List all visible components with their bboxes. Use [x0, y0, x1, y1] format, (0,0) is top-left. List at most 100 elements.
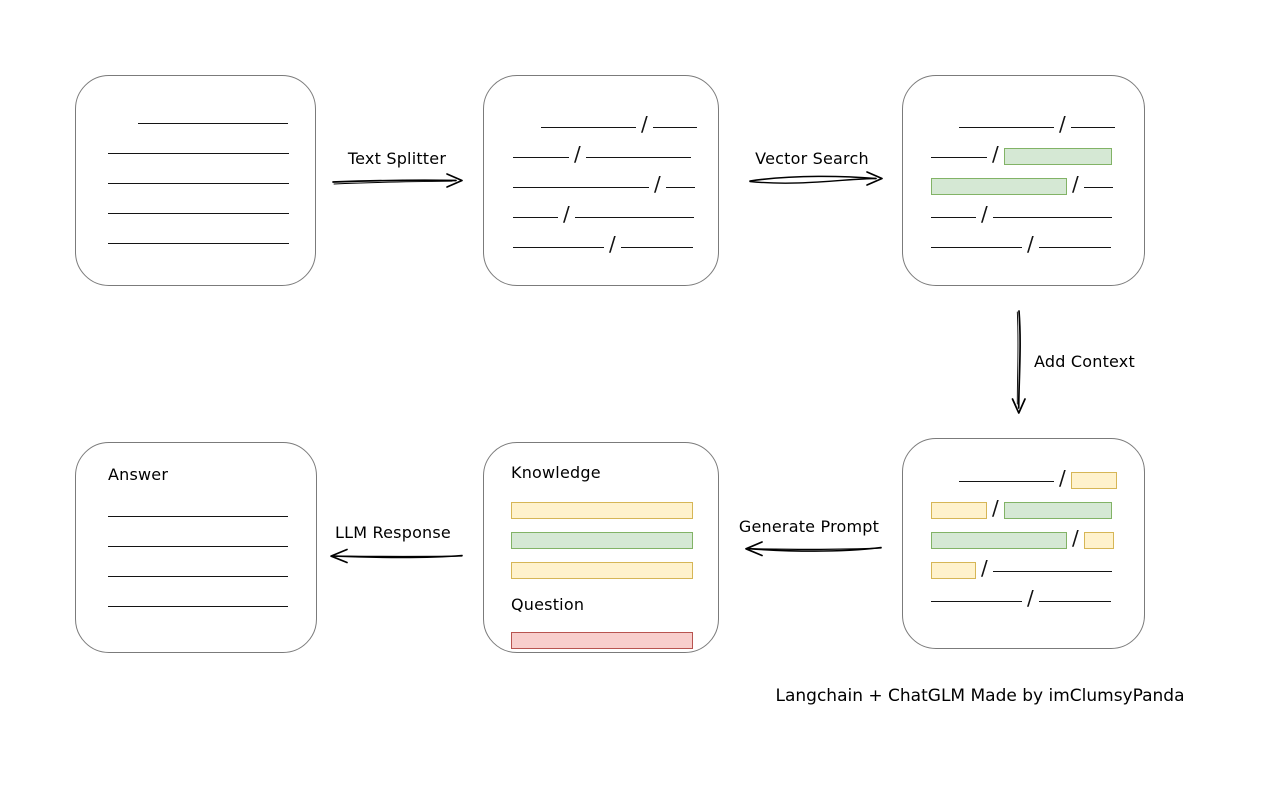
- green-highlight: [511, 532, 693, 549]
- slash-separator: /: [1059, 466, 1066, 490]
- text-line: [1038, 601, 1111, 602]
- slash-separator: /: [981, 556, 988, 580]
- vector-search-label: Vector Search: [755, 149, 869, 168]
- green-highlight: [931, 178, 1067, 195]
- green-highlight: [1003, 148, 1112, 165]
- vector-search-arrow: [749, 171, 883, 186]
- text-row: [108, 132, 315, 162]
- arrow-shaft-sketch: [333, 180, 453, 185]
- text-row: /: [931, 226, 1144, 256]
- text-line: [108, 183, 289, 184]
- add-context-arrow: [1011, 310, 1026, 414]
- text-line: [959, 127, 1054, 128]
- text-line: [108, 606, 288, 607]
- text-line: [108, 213, 289, 214]
- yellow-highlight: [511, 502, 693, 519]
- text-line: [959, 481, 1054, 482]
- text-line: [138, 123, 288, 124]
- text-row: [108, 525, 316, 555]
- yellow-highlight: [1083, 532, 1114, 549]
- text-line: [108, 546, 288, 547]
- text-line: [513, 187, 649, 188]
- context-text-lines: / / / / /: [931, 460, 1144, 610]
- chunk-text-lines: /////: [513, 106, 718, 256]
- context-chunks-box: / / / / /: [902, 438, 1145, 649]
- matched-chunks-box: /////: [902, 75, 1145, 286]
- matched-text-lines: /////: [931, 106, 1144, 256]
- text-row: /: [931, 550, 1144, 580]
- text-line: [574, 217, 694, 218]
- green-highlight: [931, 532, 1067, 549]
- llm-response-label: LLM Response: [335, 523, 451, 542]
- text-row: [511, 490, 718, 520]
- arrow-shaft: [332, 179, 457, 183]
- slash-separator: /: [1027, 232, 1034, 256]
- text-line: [665, 187, 695, 188]
- credit-caption: Langchain + ChatGLM Made by imClumsyPand…: [775, 686, 1185, 706]
- text-row: /: [931, 520, 1144, 550]
- yellow-highlight: [931, 562, 976, 579]
- prompt-box: Knowledge Question: [483, 442, 719, 653]
- text-line: [108, 243, 289, 244]
- slash-separator: /: [981, 202, 988, 226]
- text-row: [108, 162, 315, 192]
- text-row: /: [513, 226, 718, 256]
- text-row: [108, 222, 315, 252]
- text-row: /: [931, 106, 1144, 136]
- yellow-highlight: [931, 502, 987, 519]
- split-chunks-box: /////: [483, 75, 719, 286]
- text-row: /: [513, 136, 718, 166]
- text-line: [108, 516, 288, 517]
- text-line: [992, 571, 1112, 572]
- text-row: /: [513, 196, 718, 226]
- slash-separator: /: [1072, 172, 1079, 196]
- text-line: [1083, 187, 1113, 188]
- generate-prompt-arrow: [745, 541, 882, 557]
- document-text-lines: [108, 102, 315, 252]
- text-row: /: [931, 460, 1144, 490]
- text-row: [108, 192, 315, 222]
- text-line: [992, 217, 1112, 218]
- arrow-shaft: [748, 546, 882, 552]
- slash-separator: /: [1027, 586, 1034, 610]
- slash-separator: /: [1072, 526, 1079, 550]
- slash-separator: /: [992, 496, 999, 520]
- text-row: [108, 495, 316, 525]
- text-line: [652, 127, 697, 128]
- text-row: /: [931, 490, 1144, 520]
- text-line: [108, 153, 289, 154]
- arrow-head: [446, 173, 463, 188]
- text-line: [931, 157, 987, 158]
- text-splitter-label: Text Splitter: [347, 149, 447, 168]
- text-splitter-arrow: [332, 173, 463, 188]
- arrow-shaft: [333, 554, 463, 559]
- slash-separator: /: [563, 202, 570, 226]
- text-row: /: [931, 136, 1144, 166]
- text-line: [620, 247, 693, 248]
- slash-separator: /: [641, 112, 648, 136]
- text-line: [931, 247, 1022, 248]
- text-line: [513, 157, 569, 158]
- slash-separator: /: [574, 142, 581, 166]
- text-row: /: [513, 106, 718, 136]
- slash-separator: /: [654, 172, 661, 196]
- text-row: [511, 550, 718, 580]
- text-line: [513, 247, 604, 248]
- text-line: [931, 601, 1022, 602]
- question-bar: [511, 620, 718, 650]
- knowledge-label: Knowledge: [511, 463, 601, 482]
- yellow-highlight: [511, 562, 693, 579]
- generate-prompt-label: Generate Prompt: [738, 517, 880, 536]
- text-line: [931, 217, 976, 218]
- text-row: /: [513, 166, 718, 196]
- question-label: Question: [511, 595, 585, 614]
- arrow-head: [866, 171, 883, 186]
- add-context-label: Add Context: [1034, 352, 1135, 371]
- text-line: [541, 127, 636, 128]
- llm-response-arrow: [330, 548, 463, 564]
- source-document-box: [75, 75, 316, 286]
- arrow-shaft: [1017, 310, 1021, 409]
- arrow-shaft-sketch: [750, 547, 882, 551]
- arrow-head: [745, 541, 763, 557]
